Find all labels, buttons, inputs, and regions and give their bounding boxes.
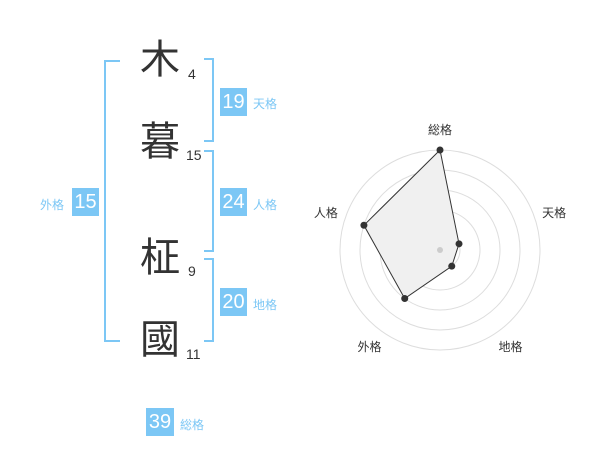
soukaku-label: 総格	[180, 418, 205, 432]
radar-point-2	[448, 262, 456, 270]
gaikaku-bracket	[104, 60, 120, 342]
stroke-count-2: 15	[186, 147, 202, 163]
radar-axis-label-2: 地格	[499, 339, 523, 354]
radar-axis-label-4: 人格	[314, 205, 338, 220]
tenkaku-label: 天格	[253, 97, 278, 111]
jinkaku-value-badge: 24	[220, 188, 247, 216]
radar-point-3	[401, 295, 409, 303]
radar-point-1	[455, 240, 463, 248]
stroke-count-3: 9	[188, 263, 196, 279]
name-char-1: 木	[140, 37, 180, 83]
radar-point-0	[436, 146, 444, 154]
tenkaku-bracket	[204, 58, 214, 142]
name-char-2: 暮	[140, 119, 180, 165]
stroke-count-4: 11	[186, 346, 201, 362]
soukaku-value-badge: 39	[146, 408, 174, 436]
radar-center-dot	[437, 247, 443, 253]
tenkaku-value-badge: 19	[220, 88, 247, 116]
jinkaku-label: 人格	[253, 198, 278, 212]
gaikaku-label: 外格	[40, 198, 65, 212]
radar-points	[360, 146, 463, 303]
radar-axis-label-1: 天格	[542, 205, 566, 220]
name-char-4: 國	[140, 317, 180, 363]
radar-axis-label-3: 外格	[357, 339, 381, 354]
chikaku-label: 地格	[253, 298, 278, 312]
stroke-count-1: 4	[188, 66, 196, 82]
chikaku-value-badge: 20	[220, 288, 247, 316]
radar-axis-label-0: 総格	[428, 122, 452, 137]
gaikaku-value-badge: 15	[72, 188, 99, 216]
jinkaku-bracket	[204, 150, 214, 252]
name-char-3: 柾	[140, 235, 180, 281]
radar-point-4	[360, 221, 368, 229]
chikaku-bracket	[204, 258, 214, 342]
radar-series-polygon	[363, 148, 460, 300]
